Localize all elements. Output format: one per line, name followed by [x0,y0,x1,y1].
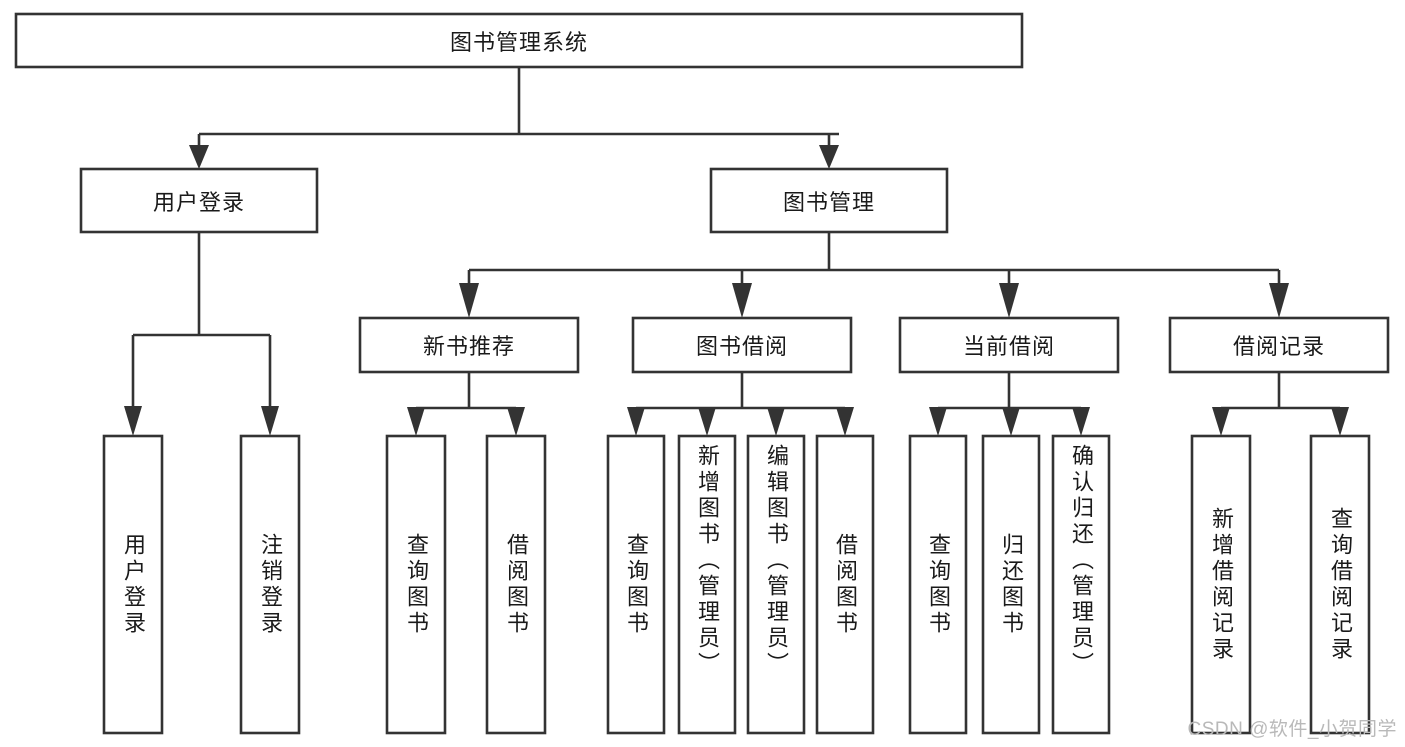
node-leaf-cb-query[interactable] [908,434,968,735]
node-leaf-bb-borrow[interactable] [815,434,875,735]
arrow-to-current-borrow [999,283,1019,318]
node-leaf-nbr-query[interactable] [385,434,447,735]
node-new-book-rec[interactable] [358,316,580,374]
arrow-to-leaf-bb-borrow [836,407,854,436]
arrow-to-leaf-bb-add [698,407,716,436]
node-current-borrow[interactable] [898,316,1120,374]
arrow-to-leaf-user-login [124,406,142,436]
node-leaf-bb-add[interactable] [677,434,737,735]
arrow-to-leaf-cb-query [929,407,947,436]
node-book-mgmt[interactable] [709,167,949,234]
node-leaf-bb-edit[interactable] [746,434,806,735]
node-leaf-br-query[interactable] [1309,434,1371,735]
arrow-to-leaf-br-query [1331,407,1349,436]
arrow-to-leaf-nbr-query [407,407,425,436]
arrow-to-leaf-br-add [1212,407,1230,436]
arrow-to-leaf-nbr-borrow [507,407,525,436]
node-leaf-cb-confirm[interactable] [1051,434,1111,735]
node-user-login[interactable] [79,167,319,234]
arrow-to-new-book-rec [459,283,479,318]
edge-layer [124,67,1349,436]
node-leaf-logout[interactable] [239,434,301,735]
arrow-to-leaf-cb-return [1002,407,1020,436]
node-leaf-br-add[interactable] [1190,434,1252,735]
arrow-to-leaf-bb-edit [767,407,785,436]
arrow-to-user-login [189,145,209,169]
node-leaf-bb-query[interactable] [606,434,666,735]
node-layer [14,12,1390,735]
arrow-to-borrow-record [1269,283,1289,318]
node-leaf-nbr-borrow[interactable] [485,434,547,735]
watermark-text: CSDN @软件_小贺同学 [1187,719,1397,740]
arrow-to-leaf-logout [261,406,279,436]
node-leaf-user-login[interactable] [102,434,164,735]
node-book-borrow[interactable] [631,316,853,374]
node-borrow-record[interactable] [1168,316,1390,374]
arrow-to-book-mgmt [819,145,839,169]
arrow-to-leaf-bb-query [627,407,645,436]
arrow-to-leaf-cb-confirm [1072,407,1090,436]
node-leaf-cb-return[interactable] [981,434,1041,735]
arrow-to-book-borrow [732,283,752,318]
node-root[interactable] [14,12,1024,69]
